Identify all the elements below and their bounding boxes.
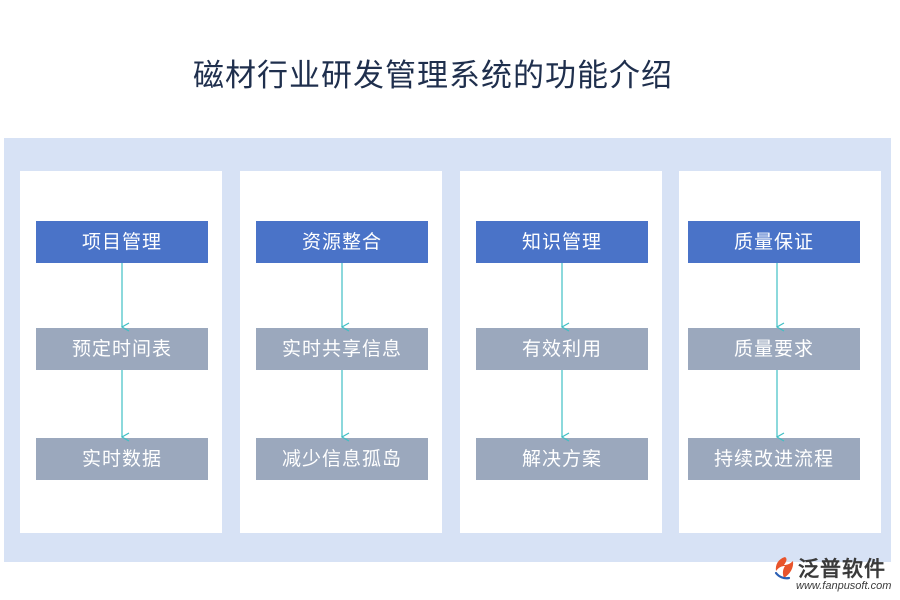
header-box-knowledge: 知识管理 <box>476 221 648 263</box>
step-box-knowledge-1: 有效利用 <box>476 328 648 370</box>
step-box-quality-1: 质量要求 <box>688 328 860 370</box>
step-box-knowledge-2: 解决方案 <box>476 438 648 480</box>
step-box-quality-2: 持续改进流程 <box>688 438 860 480</box>
header-box-project: 项目管理 <box>36 221 208 263</box>
step-box-project-2: 实时数据 <box>36 438 208 480</box>
header-box-quality: 质量保证 <box>688 221 860 263</box>
step-box-project-1: 预定时间表 <box>36 328 208 370</box>
step-box-resource-1: 实时共享信息 <box>256 328 428 370</box>
logo-name: 泛普软件 <box>798 557 886 581</box>
fanpu-logo-icon <box>774 557 794 580</box>
page-title: 磁材行业研发管理系统的功能介绍 <box>193 58 673 94</box>
step-box-resource-2: 减少信息孤岛 <box>256 438 428 480</box>
header-box-resource: 资源整合 <box>256 221 428 263</box>
logo-url: www.fanpusoft.com <box>796 580 892 592</box>
brand-logo[interactable]: 泛普软件 www.fanpusoft.com <box>772 553 896 597</box>
